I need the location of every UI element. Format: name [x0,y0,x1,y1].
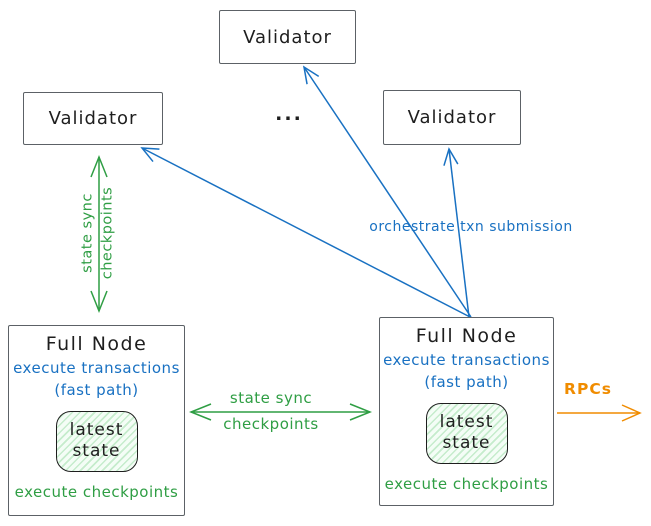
full-node-right-box: Full Node execute transactions (fast pat… [379,317,554,506]
full-node-right-execute-transactions: execute transactions (fast path) [383,350,550,394]
state-sync-horizontal-line1: state sync [229,388,313,407]
latest-state-line1: latest [439,412,494,433]
full-node-right-execute-checkpoints: execute checkpoints [384,474,549,493]
state-sync-vertical-label: state sync checkpoints [78,187,117,280]
latest-state-line2: state [442,433,491,453]
orchestrate-txn-submission-label: orchestrate txn submission [369,219,573,235]
latest-state-line1: latest [69,420,124,441]
more-validators-ellipsis: ... [275,103,303,125]
full-node-right-title: Full Node [415,325,518,347]
state-sync-vertical-line2: checkpoints [99,186,115,280]
fast-path-line: (fast path) [54,380,139,399]
execute-transactions-line: execute transactions [383,351,550,369]
execute-transactions-line: execute transactions [13,359,180,377]
full-node-left-title: Full Node [45,333,148,355]
fast-path-line: (fast path) [424,372,509,391]
latest-state-line2: state [72,441,121,461]
validator-top-label: Validator [243,26,332,48]
validator-top-box: Validator [219,10,356,64]
validator-left-box: Validator [23,92,163,145]
full-node-left-execute-transactions: execute transactions (fast path) [13,358,180,402]
state-sync-horizontal-label: state sync checkpoints [223,385,319,438]
state-sync-horizontal-line2: checkpoints [223,415,319,433]
validator-right-label: Validator [407,107,497,128]
full-node-left-execute-checkpoints: execute checkpoints [14,482,179,501]
validator-left-label: Validator [48,108,138,129]
full-node-right-latest-state-box: latest state [425,402,508,464]
full-node-left-box: Full Node execute transactions (fast pat… [8,325,185,516]
full-node-left-latest-state-box: latest state [55,410,138,472]
validator-right-box: Validator [383,90,521,145]
rpcs-label: RPCs [564,380,612,398]
state-sync-vertical-line1: state sync [79,193,96,273]
